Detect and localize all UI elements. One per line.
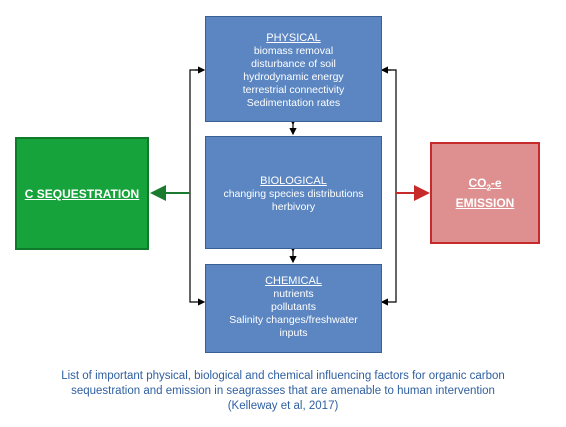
emission-formula: CO2-e xyxy=(468,176,502,193)
sequestration-label: C SEQUESTRATION xyxy=(24,186,140,201)
caption-line: sequestration and emission in seagrasses… xyxy=(71,385,495,397)
biological-item: herbivory xyxy=(271,201,316,213)
biological-item: changing species distributions xyxy=(223,188,364,200)
physical-title: PHYSICAL xyxy=(266,32,321,44)
caption-line: (Kelleway et al, 2017) xyxy=(227,400,339,412)
physical-item: terrestrial connectivity xyxy=(242,84,345,96)
emission-label: EMISSION xyxy=(455,195,515,210)
physical-item: disturbance of soil xyxy=(251,58,336,70)
chemical-title: CHEMICAL xyxy=(265,275,322,287)
chemical-item: Salinity changes/freshwater xyxy=(229,314,358,326)
physical-box: PHYSICAL biomass removal disturbance of … xyxy=(205,16,382,122)
biological-box: BIOLOGICAL changing species distribution… xyxy=(205,136,382,249)
caption-line: List of important physical, biological a… xyxy=(61,370,505,382)
sequestration-box: C SEQUESTRATION xyxy=(15,137,149,250)
physical-item: hydrodynamic energy xyxy=(243,71,344,83)
physical-item: biomass removal xyxy=(253,45,334,57)
right-bracket-line xyxy=(380,69,397,306)
emission-box: CO2-e EMISSION xyxy=(430,142,540,244)
chemical-item: pollutants xyxy=(271,301,316,313)
chemical-box: CHEMICAL nutrients pollutants Salinity c… xyxy=(205,264,382,353)
left-bracket-line xyxy=(189,69,206,306)
figure-caption: List of important physical, biological a… xyxy=(20,369,546,414)
physical-item: Sedimentation rates xyxy=(246,97,341,109)
chemical-item: inputs xyxy=(279,327,308,339)
biological-title: BIOLOGICAL xyxy=(260,175,327,187)
chemical-item: nutrients xyxy=(273,288,314,300)
